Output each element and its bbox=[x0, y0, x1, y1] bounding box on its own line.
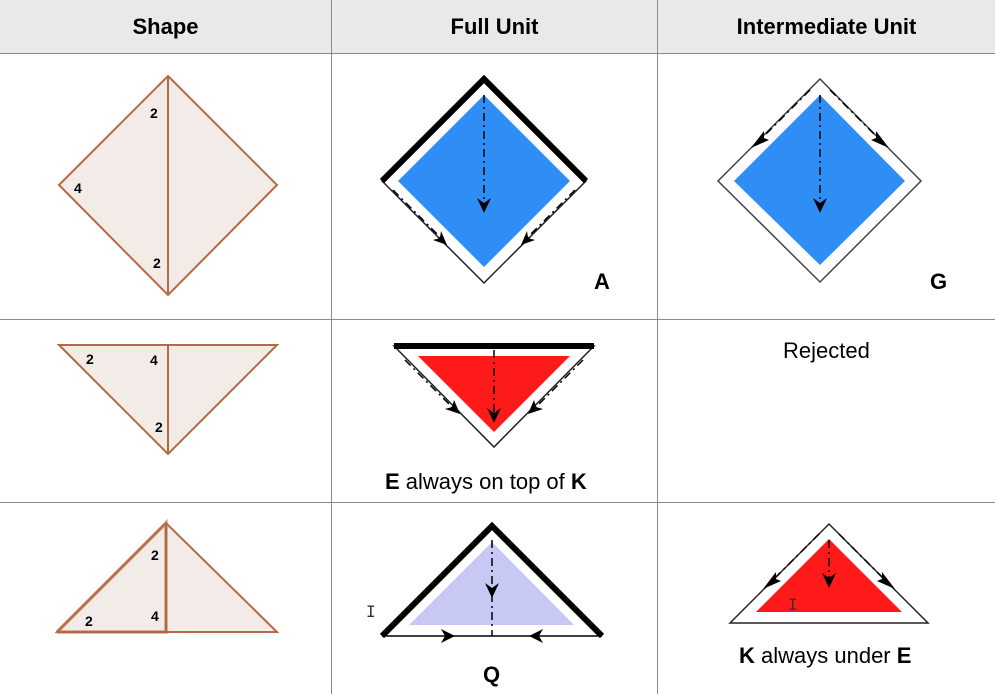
shape-3-label-left: 2 bbox=[85, 613, 93, 629]
full-unit-a-diagram bbox=[379, 74, 589, 285]
note-text: always under bbox=[754, 643, 897, 668]
header-intermediate-unit: Intermediate Unit bbox=[658, 0, 995, 53]
row-divider bbox=[0, 319, 995, 320]
shape-triangle-up bbox=[54, 518, 280, 634]
shape-2-label-top: 4 bbox=[150, 352, 158, 368]
note-letter-k: K bbox=[570, 469, 587, 494]
column-divider bbox=[657, 0, 658, 694]
full-unit-label-q: Q bbox=[483, 662, 501, 687]
full-unit-q-diagram bbox=[379, 521, 605, 643]
shape-diamond bbox=[57, 74, 279, 297]
column-divider bbox=[331, 0, 332, 694]
row-divider bbox=[0, 502, 995, 503]
note-letter-e: E bbox=[385, 469, 400, 494]
intermediate-unit-note-row-3: K always under E bbox=[739, 643, 911, 669]
full-unit-red-triangle-diagram bbox=[392, 343, 596, 449]
shape-2-label-left: 2 bbox=[86, 351, 94, 367]
row-divider bbox=[0, 53, 995, 54]
shape-3-label-top: 2 bbox=[151, 547, 159, 563]
shape-1-label-bottom: 2 bbox=[153, 255, 161, 271]
text-cursor-icon: I bbox=[788, 595, 798, 614]
header-full-unit: Full Unit bbox=[332, 0, 657, 53]
shape-1-label-top: 2 bbox=[150, 105, 158, 121]
full-unit-note-row-2: E always on top of K bbox=[385, 469, 587, 495]
header-shape: Shape bbox=[0, 0, 331, 53]
note-letter-e: E bbox=[896, 643, 912, 668]
intermediate-unit-red-triangle-diagram bbox=[728, 522, 930, 624]
full-unit-label-a: A bbox=[594, 269, 610, 294]
shape-2-label-bottom: 2 bbox=[155, 419, 163, 435]
rejected-text: Rejected bbox=[783, 338, 870, 363]
shape-1-label-left: 4 bbox=[74, 180, 82, 196]
note-text: always on top of bbox=[399, 469, 571, 494]
note-letter-k: K bbox=[739, 643, 755, 668]
text-cursor-icon: I bbox=[366, 602, 376, 621]
intermediate-unit-label-g: G bbox=[930, 269, 948, 294]
intermediate-unit-g-diagram bbox=[716, 77, 923, 284]
shape-triangle-down bbox=[56, 344, 280, 456]
shape-3-label-right: 4 bbox=[151, 608, 159, 624]
